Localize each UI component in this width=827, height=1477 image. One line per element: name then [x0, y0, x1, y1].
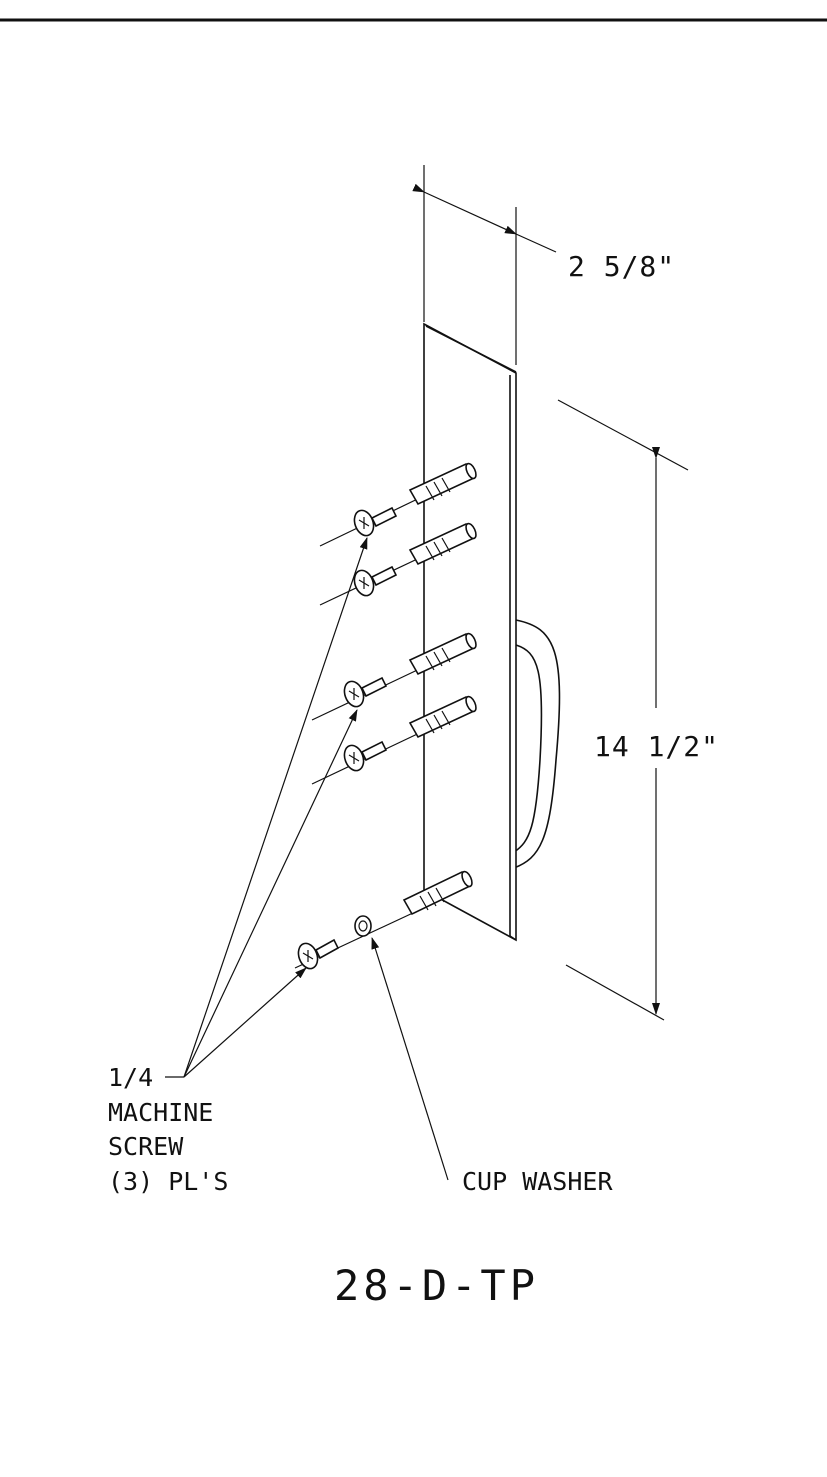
height-dimension: 14 1/2"	[557, 399, 719, 1021]
width-dimension: 2 5/8"	[412, 165, 675, 365]
machine-screw-leaders	[165, 537, 368, 1078]
cup-washer-leader	[371, 937, 449, 1181]
pull-plate	[423, 322, 517, 942]
screw-label-line3: SCREW	[108, 1132, 184, 1161]
screw-assembly-3	[311, 632, 477, 721]
screw-assembly-2	[319, 522, 477, 606]
cup-washer-label: CUP WASHER	[462, 1167, 613, 1196]
screw-label-line2: MACHINE	[108, 1098, 213, 1127]
screw-assembly-1	[319, 462, 477, 547]
cup-washer	[354, 915, 372, 937]
height-dimension-label: 14 1/2"	[594, 730, 719, 763]
part-number-title: 28-D-TP	[334, 1261, 539, 1310]
screw-assembly-5	[294, 870, 473, 970]
screw-label-line4: (3) PL'S	[108, 1167, 228, 1196]
pull-handle	[513, 619, 561, 869]
screw-assembly-4	[311, 695, 477, 785]
screw-label-line1: 1/4	[108, 1063, 153, 1092]
width-dimension-label: 2 5/8"	[568, 250, 675, 283]
